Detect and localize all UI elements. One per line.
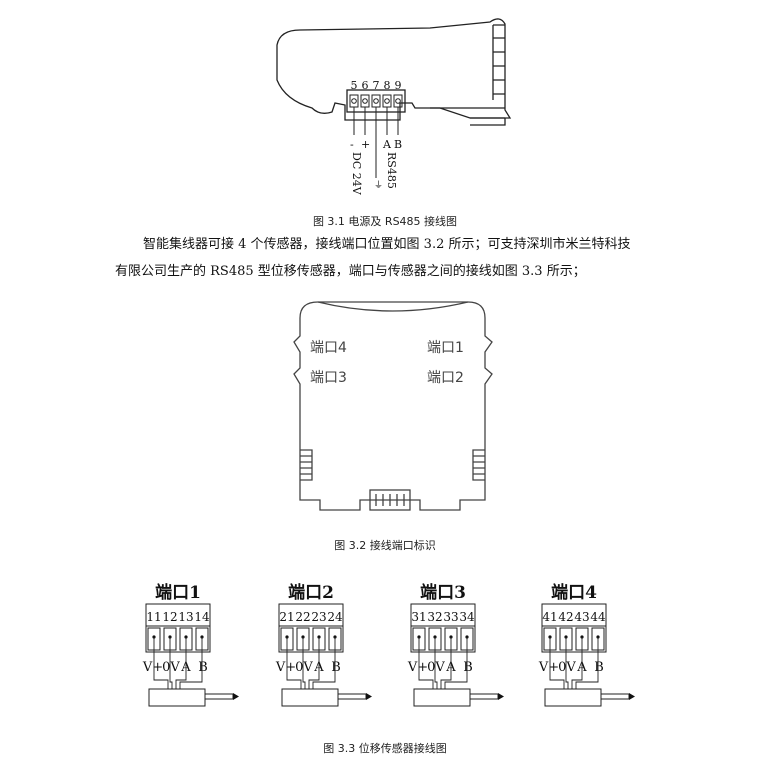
displacement-sensor bbox=[544, 688, 602, 707]
pin-number: 22 bbox=[295, 610, 310, 624]
signal-label: V+ bbox=[275, 660, 296, 675]
terminal-number: 9 bbox=[395, 79, 402, 92]
figure-3-3-caption: 图 3.3 位移传感器接线图 bbox=[323, 742, 447, 755]
power-label: DC 24V bbox=[350, 152, 363, 196]
paragraph-line-2: 有限公司生产的 RS485 型位移传感器，端口与传感器之间的接线如图 3.3 所… bbox=[115, 264, 586, 279]
signal-label: B bbox=[198, 660, 208, 675]
pin-number: 34 bbox=[459, 610, 475, 624]
figure-3-1-caption: 图 3.1 电源及 RS485 接线图 bbox=[312, 215, 458, 228]
port-3-label: 端口3 bbox=[310, 370, 347, 386]
signal-label: V+ bbox=[142, 660, 163, 675]
displacement-sensor bbox=[148, 688, 206, 707]
terminal-number: 7 bbox=[373, 79, 380, 92]
pin-number: 12 bbox=[162, 610, 177, 624]
port-title: 端口1 bbox=[155, 582, 201, 603]
signal-label: 0V bbox=[558, 660, 576, 675]
pin-number: 44 bbox=[590, 610, 606, 624]
wire-label-plus: + bbox=[361, 138, 370, 151]
pin-number: 43 bbox=[574, 610, 589, 624]
paragraph-line-1: 智能集线器可接 4 个传感器，接线端口位置如图 3.2 所示；可支持深圳市米兰特… bbox=[143, 237, 631, 252]
port-title: 端口4 bbox=[551, 582, 597, 603]
pin-number: 32 bbox=[427, 610, 442, 624]
figure-3-2-caption: 图 3.2 接线端口标识 bbox=[334, 539, 436, 552]
terminal-number: 8 bbox=[384, 79, 391, 92]
signal-label: 0V bbox=[427, 660, 445, 675]
pin-number: 24 bbox=[327, 610, 343, 624]
port-2-label: 端口2 bbox=[427, 370, 464, 386]
signal-label: 0V bbox=[295, 660, 313, 675]
wire-label-a: A bbox=[382, 138, 392, 151]
signal-label: B bbox=[463, 660, 473, 675]
signal-label: B bbox=[331, 660, 341, 675]
displacement-sensor bbox=[413, 688, 471, 707]
signal-label: V+ bbox=[407, 660, 428, 675]
terminal-number: 5 bbox=[351, 79, 358, 92]
port-4-label: 端口4 bbox=[310, 340, 347, 356]
pin-number: 41 bbox=[542, 610, 557, 624]
signal-label: B bbox=[594, 660, 604, 675]
port-title: 端口3 bbox=[420, 582, 466, 603]
port-1-label: 端口1 bbox=[427, 340, 464, 356]
displacement-sensor bbox=[281, 688, 339, 707]
wire-label-b: B bbox=[394, 138, 402, 151]
terminal-number: 6 bbox=[362, 79, 369, 92]
wire-label-minus: - bbox=[350, 138, 354, 151]
pin-number: 14 bbox=[194, 610, 210, 624]
pin-number: 13 bbox=[178, 610, 193, 624]
pin-number: 31 bbox=[411, 610, 426, 624]
hub-port-label-diagram: 端口4 端口1 端口3 端口2 bbox=[293, 301, 493, 511]
signal-label: V+ bbox=[538, 660, 559, 675]
pin-number: 11 bbox=[146, 610, 161, 624]
pin-number: 42 bbox=[558, 610, 573, 624]
signal-label: 0V bbox=[162, 660, 180, 675]
rs485-label: RS485 bbox=[385, 152, 398, 189]
ground-symbol: ⏚ bbox=[374, 180, 383, 191]
pin-number: 21 bbox=[279, 610, 294, 624]
pin-number: 33 bbox=[443, 610, 458, 624]
port-title: 端口2 bbox=[288, 582, 334, 603]
pin-number: 23 bbox=[311, 610, 326, 624]
